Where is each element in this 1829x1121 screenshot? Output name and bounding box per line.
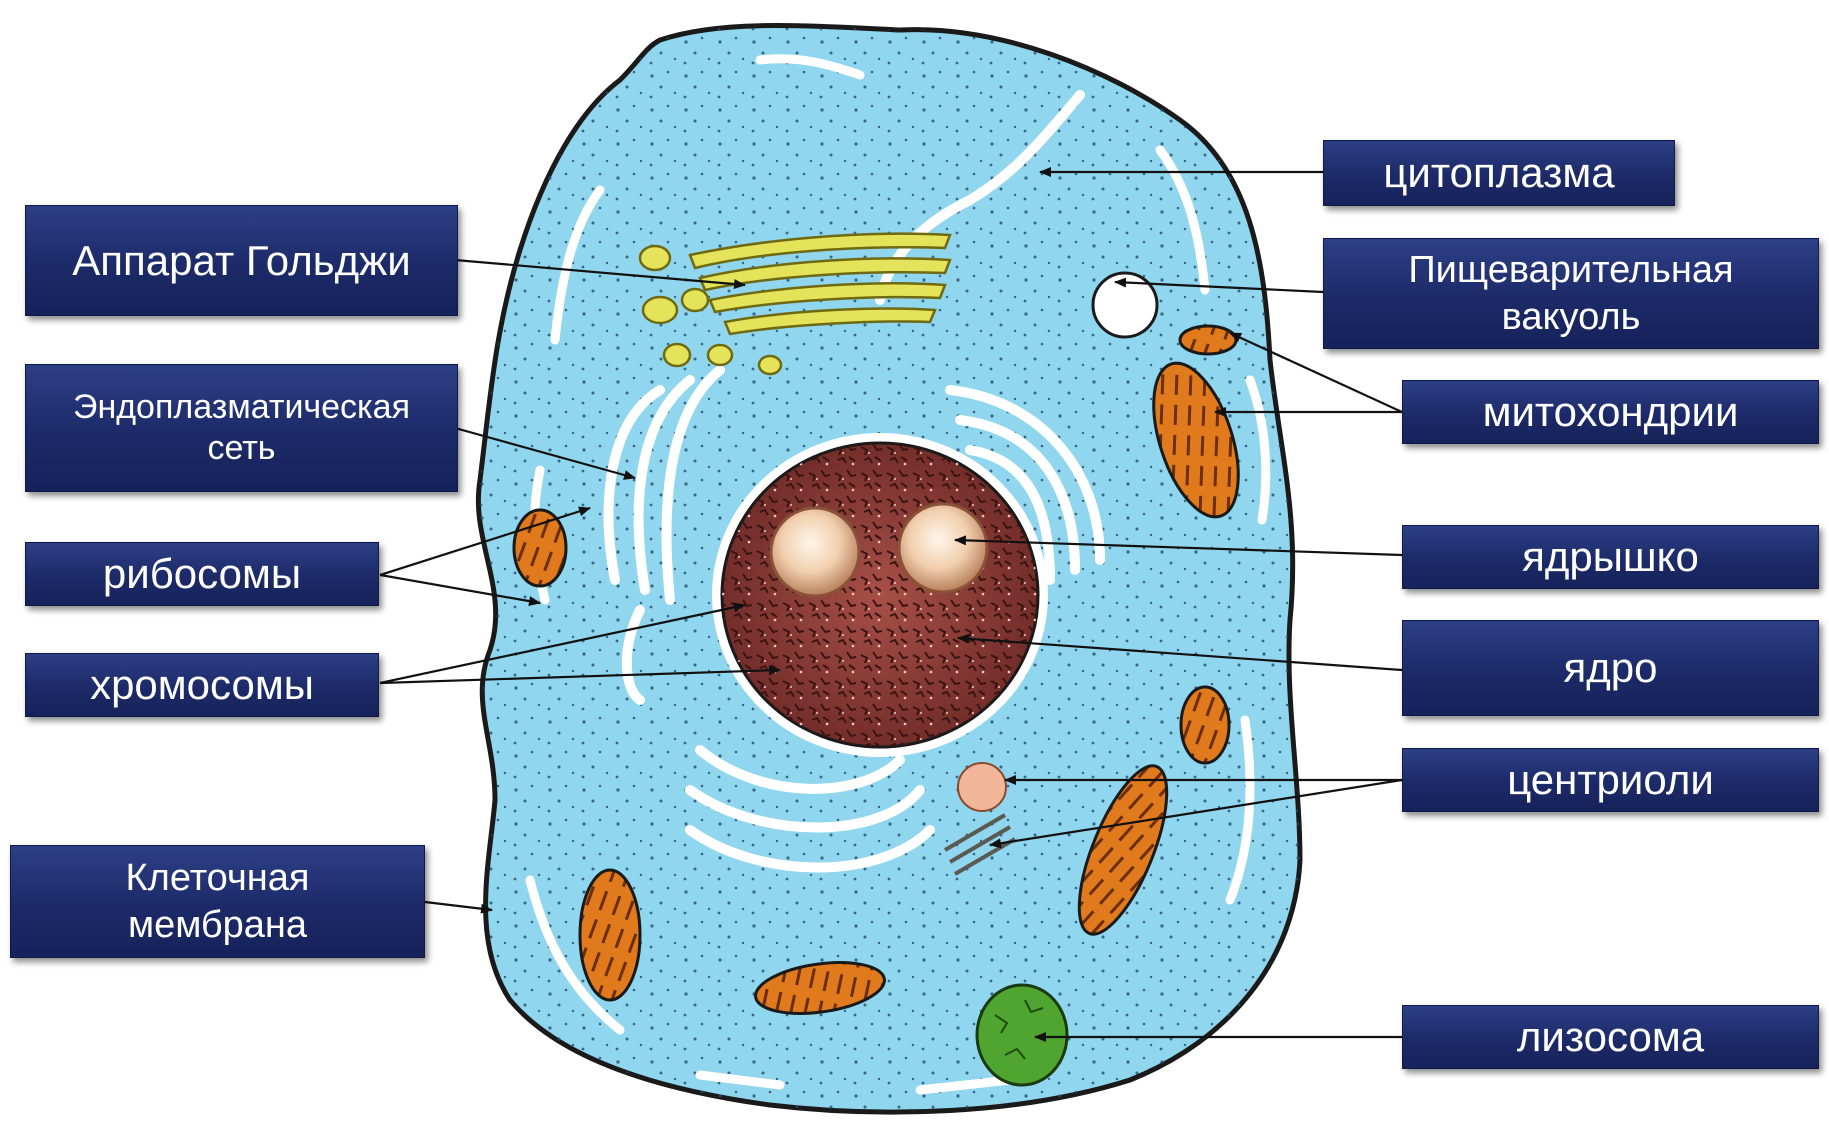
lysosome xyxy=(977,985,1067,1085)
label-ribosomes: рибосомы xyxy=(25,542,379,606)
label-cell-membrane: Клеточная мембрана xyxy=(10,845,425,958)
label-lysosome: лизосома xyxy=(1402,1005,1819,1069)
label-golgi: Аппарат Гольджи xyxy=(25,205,458,316)
label-cytoplasm: цитоплазма xyxy=(1323,140,1675,206)
label-mitochondria: митохондрии xyxy=(1402,380,1819,444)
label-chromosomes: хромосомы xyxy=(25,653,379,717)
mitochondrion xyxy=(1180,326,1236,354)
label-digestive-vacuole: Пищеварительная вакуоль xyxy=(1323,238,1819,349)
label-centrioles: центриоли xyxy=(1402,748,1819,812)
mitochondrion xyxy=(580,870,640,1000)
mitochondrion xyxy=(514,510,566,586)
nucleolus xyxy=(771,508,859,596)
label-nucleus: ядро xyxy=(1402,620,1819,716)
label-endoplasmic-reticulum: Эндоплазматическая сеть xyxy=(25,364,458,492)
mitochondrion xyxy=(1181,687,1229,763)
nucleolus xyxy=(899,504,987,592)
label-nucleolus: ядрышко xyxy=(1402,525,1819,589)
chromosomes xyxy=(722,443,1038,747)
nucleus xyxy=(712,433,1048,757)
